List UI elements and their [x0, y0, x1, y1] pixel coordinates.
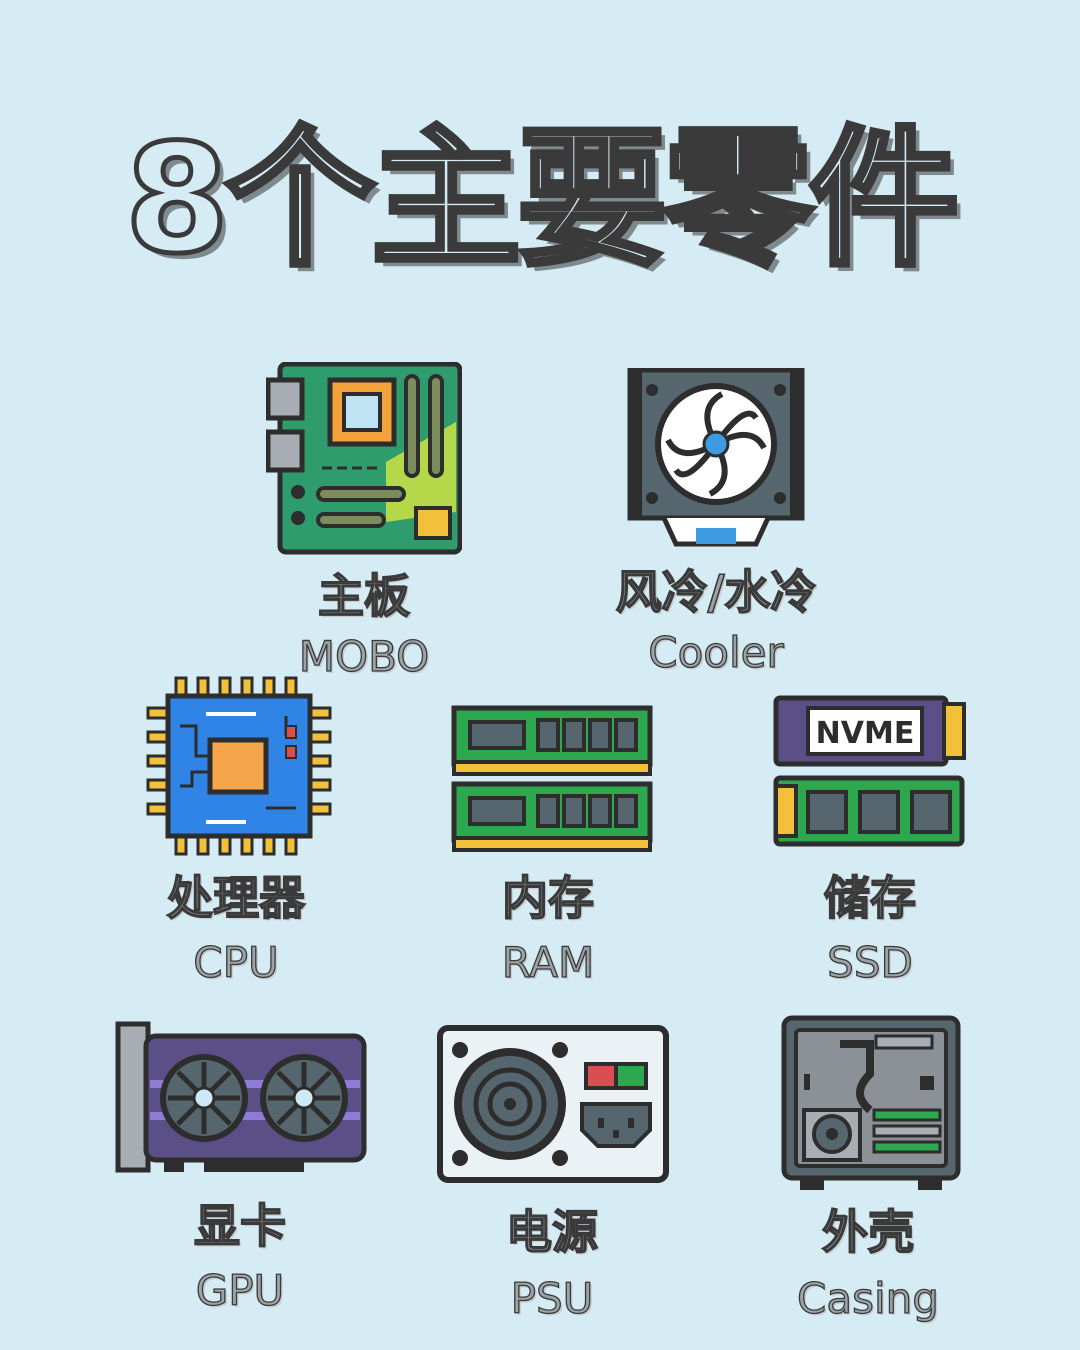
pc-case-icon	[781, 1015, 961, 1190]
nvme-badge: NVME	[816, 716, 915, 751]
part-label-en: Casing	[796, 1273, 939, 1323]
part-label-en: CPU	[193, 937, 280, 987]
part-label-cn: 内存	[501, 870, 595, 926]
motherboard-icon	[266, 362, 462, 555]
part-label-en: SSD	[827, 937, 914, 987]
part-label-en: Cooler	[648, 627, 785, 677]
part-label-cn: 电源	[505, 1204, 599, 1260]
part-label-en: PSU	[510, 1273, 594, 1323]
graphics-card-icon	[115, 1021, 367, 1173]
page-title: 8个主要零件	[122, 111, 961, 290]
part-label-en: RAM	[501, 937, 595, 987]
part-label-en: GPU	[195, 1265, 285, 1315]
part-label-en: MOBO	[298, 631, 430, 681]
part-label-cn: 处理器	[166, 870, 306, 926]
ram-stick-icon	[451, 705, 653, 852]
cpu-chip-icon	[146, 676, 332, 856]
part-label-cn: 外壳	[821, 1204, 915, 1260]
ssd-nvme-icon: NVME	[773, 695, 966, 847]
power-supply-icon	[437, 1025, 669, 1183]
part-label-cn: 风冷/水冷	[615, 564, 817, 620]
part-label-cn: 储存	[823, 870, 917, 926]
part-label-cn: 显卡	[193, 1198, 287, 1254]
cooler-fan-icon	[627, 368, 805, 547]
part-label-cn: 主板	[317, 568, 411, 624]
